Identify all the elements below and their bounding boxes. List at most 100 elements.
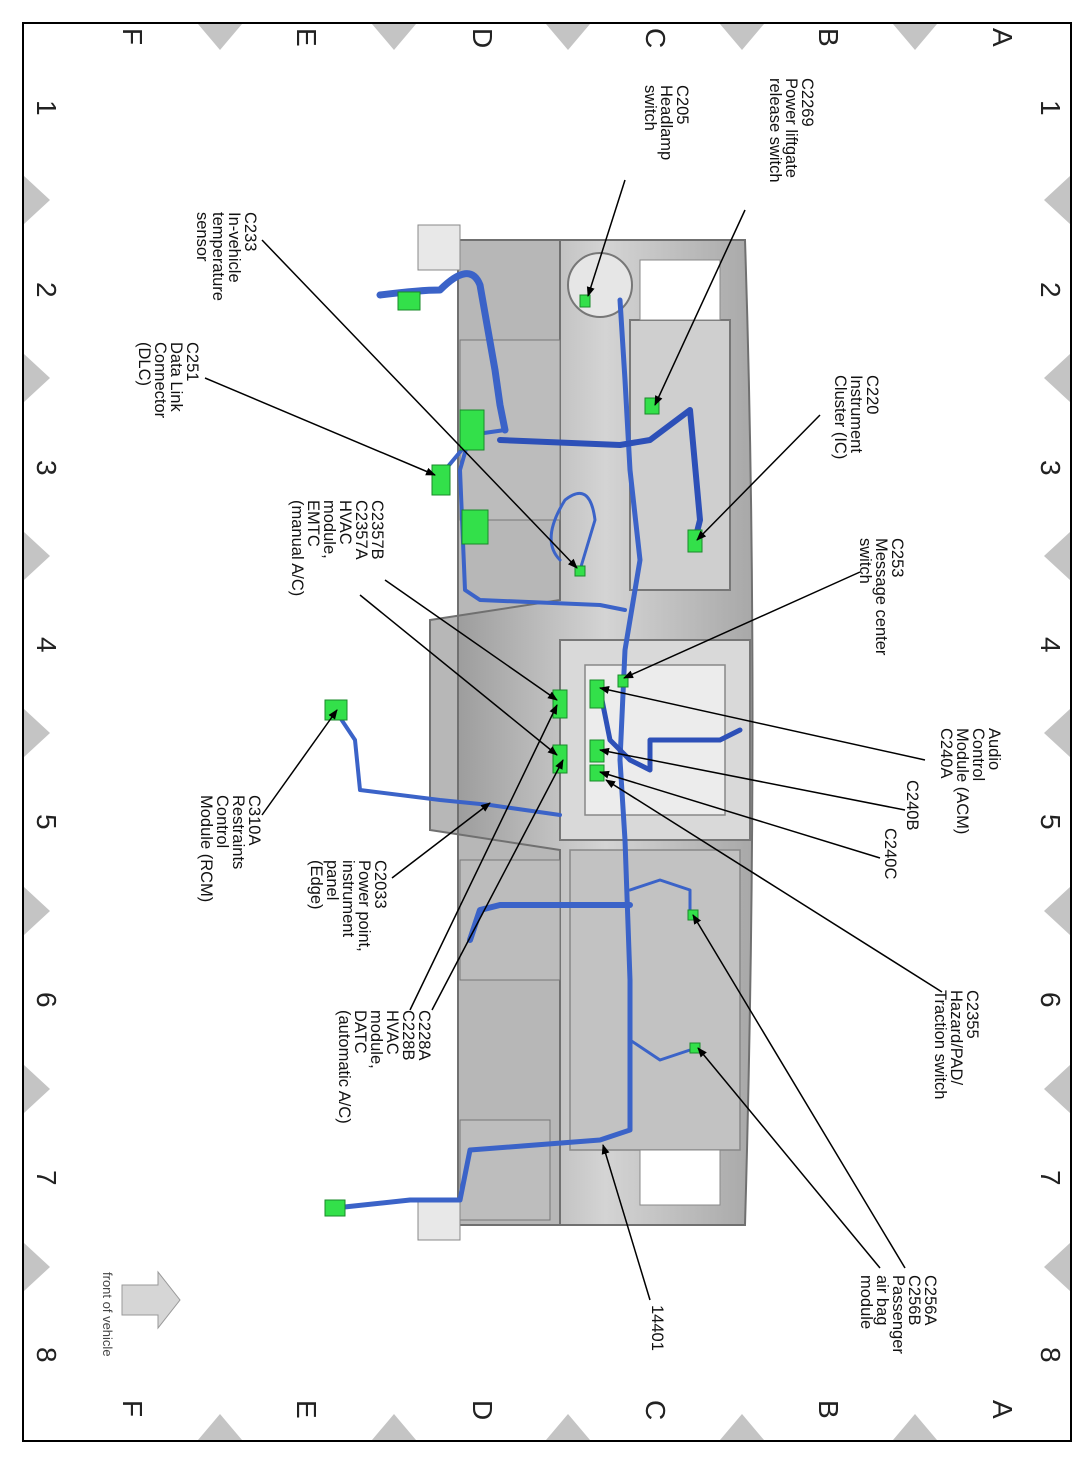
border-marker-bottom-4 <box>198 1414 242 1440</box>
grid-row-label-bottom-b: B <box>813 1400 844 1419</box>
connector-c2357a <box>552 689 568 719</box>
left-vent <box>639 259 721 321</box>
connector-rear-1 <box>324 1199 346 1217</box>
border-marker-right-2 <box>1044 532 1070 580</box>
border-marker-right-4 <box>1044 887 1070 935</box>
harness-cluster-branch <box>497 407 703 543</box>
grid-col-label-left-4: 4 <box>31 637 62 653</box>
leader-c233 <box>261 239 578 569</box>
grid-row-label-bottom-f: F <box>117 1400 148 1418</box>
border-marker-bottom-3 <box>372 1414 416 1440</box>
grid-col-label-right-7: 7 <box>1035 1170 1066 1186</box>
callout-c2269: C2269 Power liftgate release switch <box>766 78 816 183</box>
border-marker-top-0 <box>893 24 937 50</box>
border-marker-top-2 <box>546 24 590 50</box>
harness-sensor-branch <box>549 491 597 572</box>
right-vent <box>639 1149 721 1206</box>
grid-col-label-right-8: 8 <box>1035 1347 1066 1363</box>
leader-c240c <box>599 770 881 859</box>
callout-acm: Audio Control Module (ACM) C240A <box>937 728 1003 835</box>
leader-c228b <box>431 759 564 1011</box>
border-marker-bottom-0 <box>893 1414 937 1440</box>
leader-c240b <box>599 747 906 811</box>
front-of-vehicle-label: front of vehicle <box>100 1272 115 1357</box>
cluster-opening <box>629 319 731 591</box>
callout-c2033: C2033 Power point, instrument panel (Edg… <box>307 860 389 952</box>
border-marker-left-4 <box>24 887 50 935</box>
border-marker-bottom-1 <box>720 1414 764 1440</box>
grid-row-label-top-a: A <box>987 28 1018 47</box>
leader-c256a <box>692 914 906 1269</box>
glovebox-area <box>569 849 741 1151</box>
leader-lines <box>204 179 943 1301</box>
border-marker-right-3 <box>1044 709 1070 757</box>
grid-col-label-right-2: 2 <box>1035 282 1066 298</box>
leader-c2357b <box>384 579 558 701</box>
harness-main-trunk <box>332 297 643 1211</box>
grid-col-label-left-7: 7 <box>31 1170 62 1186</box>
leader-c251 <box>204 377 436 476</box>
leader-c2269 <box>654 209 746 406</box>
grid-row-label-top-e: E <box>291 28 322 47</box>
leader-c205 <box>586 179 626 297</box>
diagram-frame <box>22 22 1072 1442</box>
connectors <box>324 291 703 1217</box>
grid-col-label-right-1: 1 <box>1035 100 1066 116</box>
grid-col-label-right-5: 5 <box>1035 814 1066 830</box>
callout-c2355: C2355 Hazard/PAD/ Traction switch <box>931 990 981 1100</box>
left-end-cap <box>417 224 461 271</box>
callout-14401: 14401 <box>648 1305 666 1351</box>
callout-c205: C205 Headlamp switch <box>641 85 691 161</box>
border-marker-left-6 <box>24 1243 50 1291</box>
border-marker-right-1 <box>1044 354 1070 402</box>
connector-c220 <box>687 529 703 553</box>
connector-c310a <box>324 699 348 721</box>
connector-c251 <box>431 464 451 496</box>
harness-airbag-branch <box>628 878 692 1062</box>
border-marker-right-5 <box>1044 1065 1070 1113</box>
grid-row-label-bottom-a: A <box>987 1400 1018 1419</box>
grid-col-label-left-6: 6 <box>31 992 62 1008</box>
grid-row-label-top-d: D <box>467 28 498 49</box>
harness-rcm-branch <box>333 708 562 817</box>
grid-col-label-left-8: 8 <box>31 1347 62 1363</box>
leader-c2357a <box>359 594 558 756</box>
connector-left-3 <box>461 509 489 545</box>
grid-markers <box>24 24 1070 1440</box>
connector-left-1 <box>397 291 421 311</box>
harness-center-stack <box>597 687 743 773</box>
leader-14401 <box>601 1144 651 1301</box>
grid-row-label-top-f: F <box>117 28 148 46</box>
grid-col-label-left-5: 5 <box>31 814 62 830</box>
connector-c240a <box>589 679 605 709</box>
callout-c251: C251 Data Link Connector (DLC) <box>135 342 201 419</box>
front-arrow-icon <box>121 1270 181 1330</box>
instrument-panel-body <box>417 224 754 1241</box>
leader-c220 <box>696 414 821 541</box>
leader-c228a <box>409 704 558 1011</box>
callout-c240b: C240B <box>903 780 921 831</box>
callout-c256: C256A C256B Passenger air bag module <box>857 1275 939 1354</box>
border-marker-left-1 <box>24 354 50 402</box>
callout-c240c: C240C <box>881 828 899 880</box>
connector-c253 <box>617 674 629 688</box>
callout-c310a: C310A Restraints Control Module (RCM) <box>197 795 263 903</box>
grid-row-label-bottom-e: E <box>291 1400 322 1419</box>
border-marker-top-3 <box>372 24 416 50</box>
callout-c220: C220 Instrument Cluster (IC) <box>831 375 881 460</box>
grid-col-label-right-6: 6 <box>1035 992 1066 1008</box>
callout-c233: C233 In-vehicle temperature sensor <box>193 212 259 301</box>
border-marker-left-2 <box>24 532 50 580</box>
grid-row-label-bottom-c: C <box>640 1400 671 1421</box>
leader-c2355 <box>605 779 943 993</box>
leader-c2033 <box>391 802 491 879</box>
leader-c310a <box>261 709 338 816</box>
grid-row-label-top-b: B <box>813 28 844 47</box>
grid-col-label-right-4: 4 <box>1035 637 1066 653</box>
border-marker-left-3 <box>24 709 50 757</box>
leader-c253 <box>623 571 861 679</box>
border-marker-bottom-2 <box>546 1414 590 1440</box>
right-end-cap <box>417 1199 461 1241</box>
connector-c233 <box>574 565 586 577</box>
